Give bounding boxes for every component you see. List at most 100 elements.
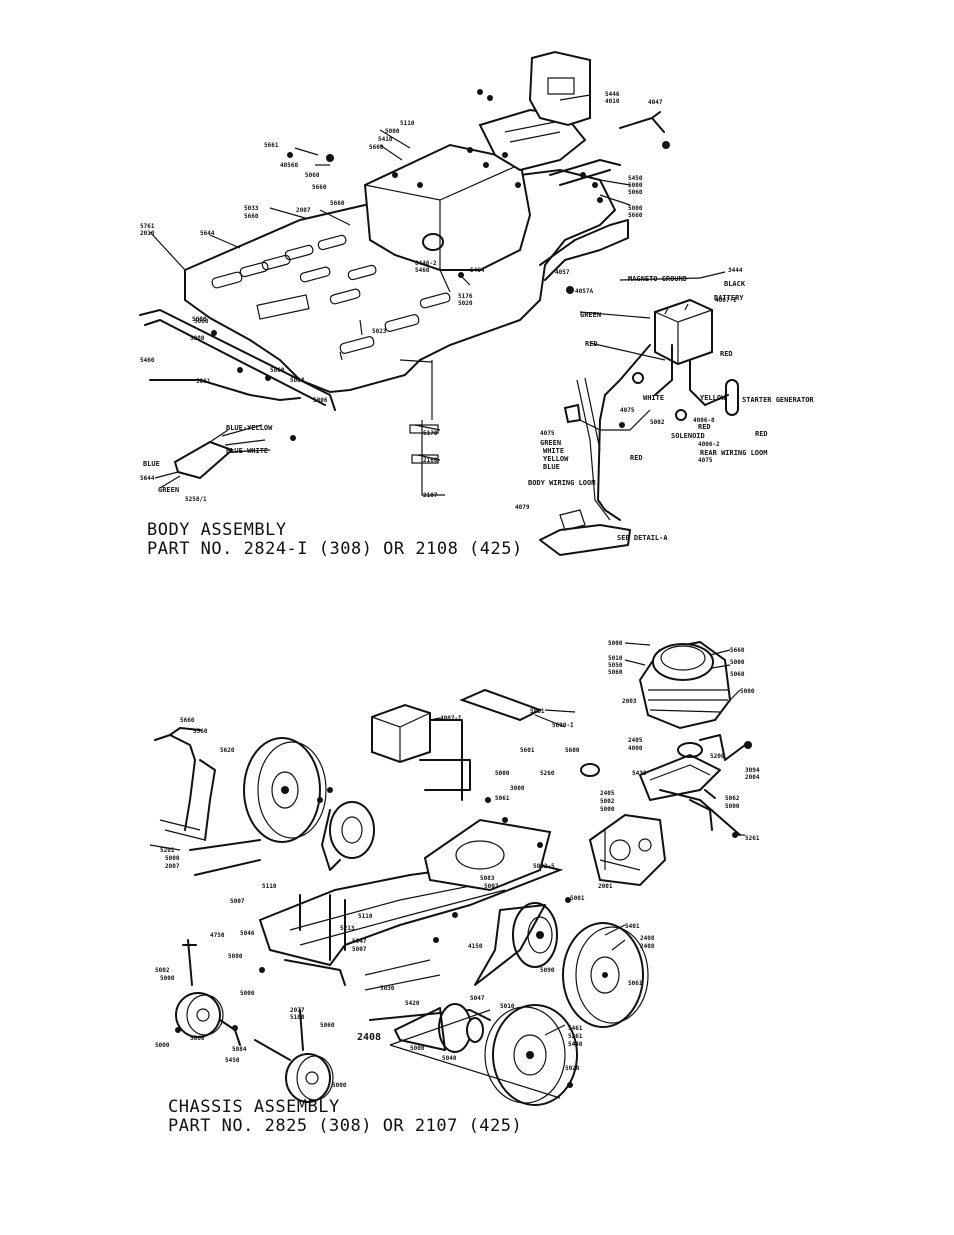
svg-text:5000: 5000 <box>740 688 755 695</box>
axle-tie-rod <box>364 959 441 991</box>
svg-text:5007: 5007 <box>352 946 367 953</box>
chassis-callouts: 5000 5010 5050 5060 5660 5000 5060 2003 … <box>155 640 760 1089</box>
svg-text:5040: 5040 <box>442 1055 457 1062</box>
svg-text:5008: 5008 <box>290 377 305 384</box>
footrest-right <box>539 219 629 281</box>
svg-text:5000: 5000 <box>155 1042 170 1049</box>
svg-text:5644: 5644 <box>200 230 215 237</box>
label-black: BLACK <box>724 280 746 288</box>
label-yellow: YELLOW <box>700 394 726 402</box>
svg-text:4075: 4075 <box>540 430 555 437</box>
svg-text:5088: 5088 <box>192 316 207 323</box>
label-blue-yellow: BLUE-YELLOW <box>226 424 273 432</box>
svg-text:5007: 5007 <box>230 898 245 905</box>
body-assembly-part-number: PART NO. 2824-I (308) OR 2108 (425) <box>147 539 523 559</box>
rear-tire-right <box>562 922 649 1028</box>
svg-text:3000: 3000 <box>510 785 525 792</box>
seat <box>478 50 591 172</box>
svg-text:5047: 5047 <box>352 938 367 945</box>
svg-text:5110: 5110 <box>262 883 277 890</box>
svg-text:4079: 4079 <box>515 504 530 511</box>
svg-text:4006-8: 4006-8 <box>693 417 715 424</box>
label-yellow-loom: YELLOW <box>543 455 569 463</box>
rear-axle <box>369 1009 491 1021</box>
steering-rods <box>149 819 206 851</box>
svg-text:5060: 5060 <box>628 189 643 196</box>
svg-text:4006-2: 4006-2 <box>698 441 720 448</box>
svg-text:2007: 2007 <box>296 207 311 214</box>
svg-text:5000: 5000 <box>240 990 255 997</box>
label-red-starter: RED <box>755 430 768 438</box>
svg-text:4010: 4010 <box>605 98 620 105</box>
front-wheel-lower <box>285 1009 334 1103</box>
label-green: GREEN <box>580 311 601 319</box>
axle-belt <box>394 1007 446 1051</box>
svg-text:5060: 5060 <box>320 1022 335 1029</box>
svg-text:5002: 5002 <box>155 967 170 974</box>
steering-linkage <box>154 727 216 841</box>
svg-text:5046: 5046 <box>240 930 255 937</box>
svg-text:5661: 5661 <box>264 142 279 149</box>
svg-text:5090: 5090 <box>540 967 555 974</box>
svg-text:5000: 5000 <box>385 128 400 135</box>
svg-text:5660: 5660 <box>330 200 345 207</box>
label-red-left: RED <box>585 340 598 348</box>
svg-text:5060: 5060 <box>194 318 209 325</box>
body-callouts: 5661 40560 5060 5660 5110 5000 5410 5660… <box>140 91 743 511</box>
svg-text:5061: 5061 <box>196 378 211 385</box>
svg-text:5000: 5000 <box>160 975 175 982</box>
drive-belt <box>474 904 546 986</box>
frame-uprights <box>299 894 346 961</box>
differential-pulley <box>512 902 558 968</box>
label-green-switch: GREEN <box>158 486 179 494</box>
label-red-loom: RED <box>630 454 643 462</box>
svg-text:5030: 5030 <box>380 985 395 992</box>
brake-drum <box>321 801 375 871</box>
label-starter-generator: STARTER GENERATOR <box>742 396 814 404</box>
engine-mount-plate <box>423 818 552 892</box>
svg-text:5002: 5002 <box>650 419 665 426</box>
svg-text:5110: 5110 <box>358 913 373 920</box>
svg-text:5010: 5010 <box>608 655 623 662</box>
svg-text:5601: 5601 <box>520 747 535 754</box>
svg-text:5170: 5170 <box>423 430 438 437</box>
rear-tire-left <box>243 737 327 843</box>
chassis-assembly-part-number: PART NO. 2825 (308) OR 2107 (425) <box>168 1116 523 1136</box>
svg-text:5261: 5261 <box>568 1033 583 1040</box>
svg-text:5560: 5560 <box>193 728 208 735</box>
chassis-battery <box>371 703 431 764</box>
label-white-loom: WHITE <box>543 447 564 455</box>
front-axle-parts <box>219 1019 291 1061</box>
svg-text:5060: 5060 <box>608 669 623 676</box>
svg-text:5690-I: 5690-I <box>552 722 574 729</box>
body-leaders <box>149 94 726 361</box>
svg-text:5461: 5461 <box>568 1025 583 1032</box>
svg-text:5660: 5660 <box>312 184 327 191</box>
seat-console <box>363 143 532 271</box>
svg-text:5420: 5420 <box>405 1000 420 1007</box>
svg-text:5000: 5000 <box>495 770 510 777</box>
label-blue-switch: BLUE <box>143 460 160 468</box>
spring-clip <box>619 111 665 133</box>
label-battery: BATTERY <box>714 294 744 302</box>
svg-text:2010: 2010 <box>140 230 155 237</box>
svg-text:5060: 5060 <box>730 671 745 678</box>
label-red-right: RED <box>720 350 733 358</box>
svg-text:5410: 5410 <box>378 136 393 143</box>
battery-bracket <box>419 719 471 801</box>
svg-text:5010: 5010 <box>500 1003 515 1010</box>
svg-text:5084: 5084 <box>232 1046 247 1053</box>
svg-text:2004: 2004 <box>745 774 760 781</box>
svg-text:5861: 5861 <box>530 708 545 715</box>
svg-text:5020: 5020 <box>565 1065 580 1072</box>
svg-text:5460: 5460 <box>140 357 155 364</box>
svg-text:5260: 5260 <box>540 770 555 777</box>
svg-text:5002-5: 5002-5 <box>533 863 555 870</box>
svg-text:8446-2: 8446-2 <box>415 260 437 267</box>
ignition-switch <box>154 424 271 489</box>
axle-hub <box>466 1017 484 1043</box>
label-body-wiring-loom: BODY WIRING LOOM <box>528 479 595 487</box>
svg-text:5000: 5000 <box>608 640 623 647</box>
svg-text:5068: 5068 <box>270 367 285 374</box>
